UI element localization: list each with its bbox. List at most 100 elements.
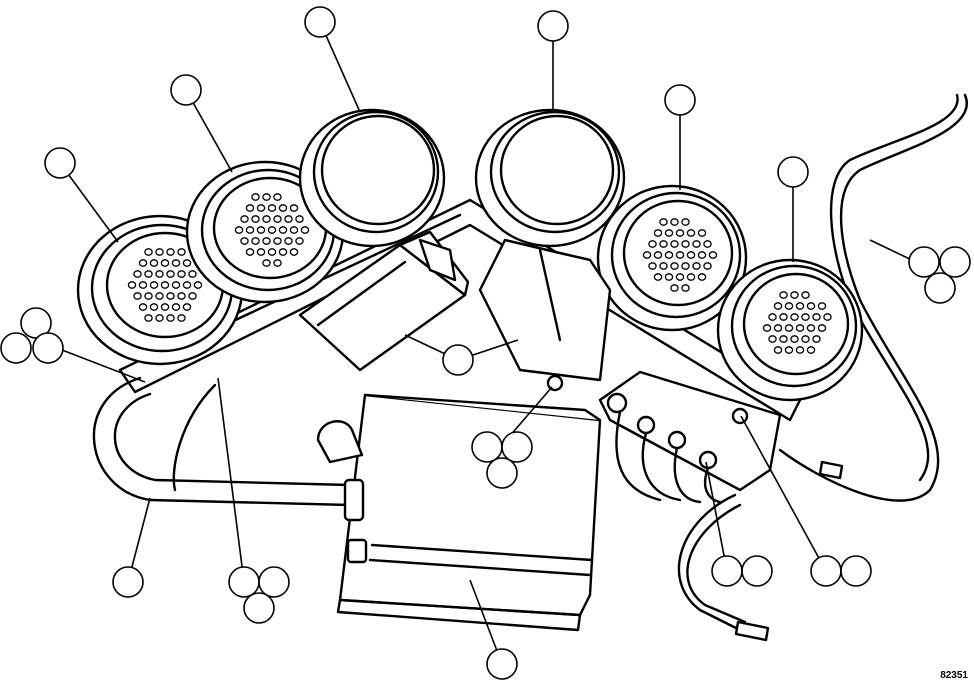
lamp-hole — [155, 314, 164, 322]
lamp-hole — [160, 259, 170, 267]
lamp-hole — [284, 215, 293, 223]
lamp-hole — [177, 270, 186, 278]
callout-circle — [777, 156, 809, 188]
lamp-hole — [681, 262, 690, 270]
lamp-hole — [262, 193, 271, 201]
lamp-hole — [177, 292, 186, 300]
lamp-hole — [648, 262, 657, 270]
lamp-hole — [245, 226, 255, 234]
lamp-hole — [144, 314, 153, 322]
lamp-hole — [779, 313, 788, 321]
lamp-hole — [240, 237, 249, 245]
lamp-hole — [692, 240, 701, 248]
lamp-hole — [171, 303, 181, 311]
figure-id: 82351 — [940, 670, 968, 681]
lamp-hole — [273, 237, 282, 245]
lamp-hole — [670, 218, 679, 226]
callout-circle — [908, 246, 940, 278]
callout-circle — [501, 431, 533, 463]
callout-circle — [741, 555, 773, 587]
lamp-hole — [289, 204, 299, 212]
lamp-hole — [681, 240, 690, 248]
lamp-hole — [144, 292, 153, 300]
callout-circle — [304, 6, 336, 38]
lamp-hole — [817, 302, 827, 310]
lamp-hole — [784, 302, 794, 310]
lamp-hole — [795, 346, 805, 354]
lamp-hole — [801, 313, 810, 321]
lamp-hole — [240, 215, 249, 223]
lamp-hole — [664, 273, 674, 281]
lamp-hole — [234, 226, 244, 234]
lamp-hole — [278, 226, 288, 234]
lamp-hole — [675, 251, 685, 259]
lamp-hole — [182, 303, 192, 311]
lamp-hole — [686, 251, 696, 259]
lamp-hole — [262, 259, 271, 267]
lamp-hole — [267, 226, 277, 234]
lamp-hole — [762, 324, 772, 332]
module-right — [478, 238, 612, 392]
callout-circle — [243, 592, 275, 624]
callout-circle — [924, 272, 956, 304]
lamp-hole — [188, 270, 197, 278]
lamp-hole — [166, 270, 175, 278]
lamp-hole — [790, 291, 799, 299]
lamp-hole — [681, 218, 690, 226]
lamp-hole — [675, 273, 685, 281]
lamp-hole — [256, 204, 266, 212]
callout-circle — [442, 344, 474, 376]
lamp-hole — [295, 237, 304, 245]
lamp-hole — [773, 324, 783, 332]
lamp-hole — [155, 270, 164, 278]
lamp-hole — [127, 281, 137, 289]
callout-circle — [170, 74, 202, 106]
lamp-hole — [289, 248, 299, 256]
lamp-hole — [697, 251, 707, 259]
lamp-hole — [245, 204, 255, 212]
lamp-hole — [273, 193, 282, 201]
callout-circle — [486, 648, 518, 680]
callout-circle — [228, 566, 260, 598]
lamp-hole — [779, 335, 788, 343]
callout-circle — [258, 566, 290, 598]
callout-circle — [471, 431, 503, 463]
lamp-hole — [653, 273, 663, 281]
lamp-hole — [133, 292, 142, 300]
lamp-hole — [806, 346, 816, 354]
lamp-hole — [692, 262, 701, 270]
lamp-hole — [670, 240, 679, 248]
module-left — [298, 230, 470, 372]
lamp-4 — [474, 108, 626, 248]
lamp-hole — [795, 324, 805, 332]
lamp-hole — [149, 281, 159, 289]
lamp-hole — [801, 335, 810, 343]
callout-circle — [810, 555, 842, 587]
cable-left — [92, 376, 352, 507]
lamp-hole — [300, 226, 310, 234]
lamp-hole — [188, 292, 197, 300]
lamp-hole — [795, 302, 805, 310]
lamp-hole — [784, 346, 794, 354]
lamp-hole — [256, 248, 266, 256]
lamp-hole — [664, 251, 674, 259]
lamp-hole — [801, 291, 810, 299]
lamp-hole — [278, 204, 288, 212]
lamp-hole — [779, 291, 788, 299]
lamp-hole — [675, 229, 685, 237]
lamp-hole — [659, 240, 668, 248]
callout-circle — [44, 147, 76, 179]
lamp-hole — [681, 284, 690, 292]
lamp-hole — [823, 313, 832, 321]
lamp-hole — [267, 204, 277, 212]
lamp-hole — [670, 262, 679, 270]
callout-circle — [486, 457, 518, 489]
lamp-hole — [182, 281, 192, 289]
lamp-hole — [273, 215, 282, 223]
lamp-hole — [193, 281, 203, 289]
callout-circle — [537, 10, 569, 42]
callout-circle — [711, 555, 743, 587]
lamp-hole — [166, 314, 175, 322]
lamp-hole — [278, 248, 288, 256]
